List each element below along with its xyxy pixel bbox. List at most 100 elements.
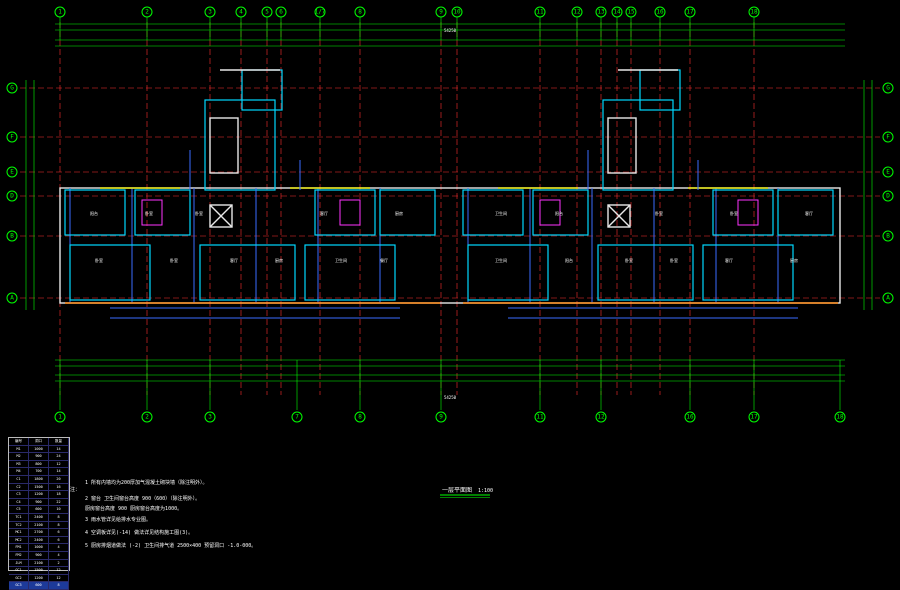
axis-bubble-left-A xyxy=(6,292,18,304)
axis-label-bottom-18: 18 xyxy=(836,414,844,421)
axis-bubble-top-14 xyxy=(611,6,623,18)
axis-label-top-13: 13 xyxy=(597,9,605,16)
schedule-cell: JLM xyxy=(9,559,29,567)
note-2: 2 窗台 卫生间窗台高度 900（600）（除注明外）。 xyxy=(85,495,200,502)
axis-bubble-bottom-12 xyxy=(595,411,607,423)
room-label: 卧室 xyxy=(655,210,663,216)
axis-label-top-10: 10 xyxy=(453,9,461,16)
schedule-cell: M2 xyxy=(9,453,29,460)
axis-label-bottom-2: 2 xyxy=(145,414,149,421)
axis-grid-lines xyxy=(20,22,880,395)
schedule-cell: 洞口 xyxy=(29,438,49,445)
axis-bubble-left-D xyxy=(6,190,18,202)
room-label: 餐厅 xyxy=(380,257,388,263)
axis-label-top-1/7: 1/7 xyxy=(315,9,326,16)
schedule-cell: FM2 xyxy=(9,551,29,559)
axis-bubble-left-E xyxy=(6,166,18,178)
room-label: 客厅 xyxy=(230,257,238,263)
axis-bubble-left-B xyxy=(6,230,18,242)
axis-label-right-D: D xyxy=(886,193,890,200)
axis-bubble-bottom-7 xyxy=(291,411,303,423)
schedule-cell: 18 xyxy=(49,491,69,498)
room-label: 卫生间 xyxy=(495,257,507,263)
axis-label-top-5: 5 xyxy=(265,9,269,16)
schedule-cell: C5 xyxy=(9,506,29,513)
axis-bubble-top-3 xyxy=(204,6,216,18)
axis-bubble-top-6 xyxy=(275,6,287,18)
schedule-cell: 800 xyxy=(29,460,49,468)
axis-bubble-top-1/7 xyxy=(314,6,326,18)
room-label: 厨房 xyxy=(275,257,283,263)
room-label: 卧室 xyxy=(730,210,738,216)
axis-label-top-4: 4 xyxy=(239,9,243,16)
note-1: 1 所有内墙均为200厚加气混凝土砌块墙（除注明外）。 xyxy=(85,479,208,486)
axis-label-top-17: 17 xyxy=(686,9,694,16)
schedule-cell: C2 xyxy=(9,483,29,491)
schedule-cell: 数量 xyxy=(49,438,69,445)
dimension-lines xyxy=(25,17,873,410)
axis-label-top-12: 12 xyxy=(573,9,581,16)
axis-label-right-B: B xyxy=(886,233,890,240)
schedule-row: 编号洞口数量 xyxy=(9,438,69,446)
axis-label-bottom-8: 8 xyxy=(358,414,362,421)
room-label: 客厅 xyxy=(320,210,328,216)
axis-bubble-right-B xyxy=(882,230,894,242)
schedule-cell: 600 xyxy=(29,506,49,513)
note-4: 3 雨水管详见给排水专业图。 xyxy=(85,516,151,523)
axis-bubble-bottom-9 xyxy=(435,411,447,423)
schedule-cell: C4 xyxy=(9,498,29,506)
axis-bubble-top-17 xyxy=(684,6,696,18)
schedule-cell: 600 xyxy=(29,582,49,589)
room-label: 卧室 xyxy=(145,210,153,216)
axis-label-bottom-16: 16 xyxy=(686,414,694,421)
room-label: 厨房 xyxy=(395,210,403,216)
axis-bubble-top-18 xyxy=(748,6,760,18)
axis-label-right-E: E xyxy=(886,169,890,176)
axis-bubble-bottom-11 xyxy=(534,411,546,423)
schedule-cell: 24 xyxy=(49,453,69,460)
schedule-cell: 1800 xyxy=(29,475,49,483)
axis-bubble-left-G xyxy=(6,82,18,94)
axis-label-bottom-9: 9 xyxy=(439,414,443,421)
overall-dimension-bottom: 54250 xyxy=(444,395,457,400)
plan-title-block: 一层平面图 1:100 xyxy=(440,487,493,498)
note-3: 厨房窗台高度 900 厨房窗台高度为1000。 xyxy=(85,505,182,512)
axis-bubble-bottom-1 xyxy=(54,411,66,423)
axis-label-left-F: F xyxy=(10,134,14,141)
axis-bubble-top-5 xyxy=(261,6,273,18)
schedule-cell: 1000 xyxy=(29,445,49,453)
schedule-cell: 14 xyxy=(49,445,69,453)
schedule-cell: 2100 xyxy=(29,521,49,529)
note-6: 5 厨房排烟道做法 (-2) 卫生间排气道 2500×400 预留洞口 -1.0… xyxy=(85,542,256,549)
axis-bubble-top-4 xyxy=(235,6,247,18)
axis-label-top-14: 14 xyxy=(613,9,621,16)
axis-label-left-E: E xyxy=(10,169,14,176)
axis-label-bottom-12: 12 xyxy=(597,414,605,421)
schedule-cell: 8 xyxy=(49,513,69,521)
room-label: 客厅 xyxy=(805,210,813,216)
axis-label-right-G: G xyxy=(886,85,890,92)
schedule-cell: M4 xyxy=(9,468,29,475)
axis-label-top-6: 6 xyxy=(279,9,283,16)
room-label: 卫生间 xyxy=(335,257,347,263)
room-labels: 卧室卧室客厅厨房卫生间餐厅阳台卧室卧室客厅厨房卫生间阳台卧室卧室客厅厨房卫生间阳… xyxy=(90,210,813,263)
room-label: 厨房 xyxy=(790,257,798,263)
schedule-cell: GC3 xyxy=(9,582,29,589)
axis-bubble-right-D xyxy=(882,190,894,202)
schedule-cell: 16 xyxy=(49,483,69,491)
room-label: 客厅 xyxy=(725,257,733,263)
